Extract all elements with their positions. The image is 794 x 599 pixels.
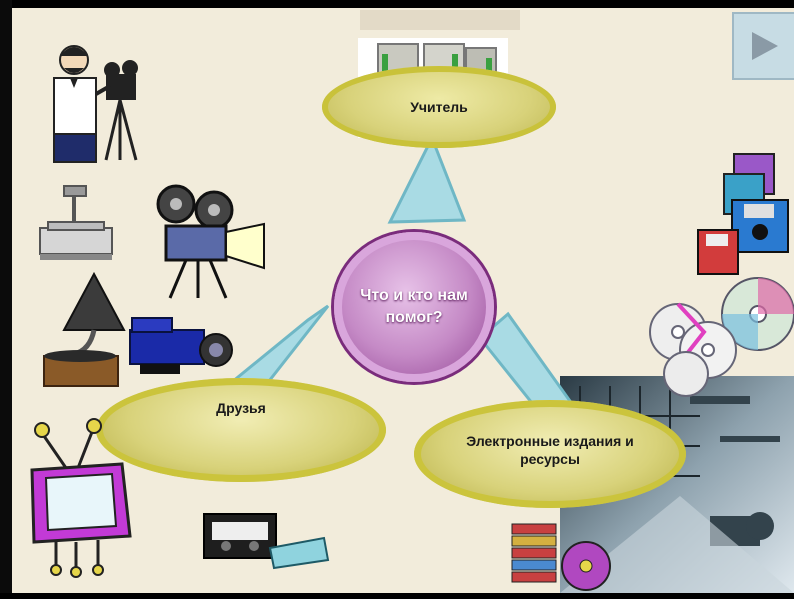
faded-title-bar <box>360 10 520 30</box>
camcorder-icon <box>129 317 233 374</box>
slide-frame-bottom <box>0 593 794 599</box>
node-center-label: Что и кто нам помог? <box>360 287 468 326</box>
connector-top <box>387 134 467 224</box>
node-electronic[interactable]: Электронные издания и ресурсы <box>414 400 686 508</box>
slide: Учитель Что и кто нам помог? Друзья Элек… <box>12 8 794 593</box>
node-center[interactable]: Что и кто нам помог? <box>334 232 494 382</box>
floppy-disks-icon <box>697 153 789 275</box>
slide-frame-left <box>0 0 12 599</box>
node-teacher[interactable]: Учитель <box>322 66 556 148</box>
cd-discs-icon <box>649 277 794 397</box>
cameraman-icon <box>53 45 138 163</box>
cd-stack-icon <box>511 523 611 591</box>
node-friends-label: Друзья <box>216 400 266 416</box>
next-slide-button[interactable] <box>732 12 794 80</box>
film-camera-icon <box>156 184 265 299</box>
gramophone-icon <box>43 271 126 387</box>
overhead-projector-icon <box>39 185 113 260</box>
tv-character-icon <box>30 418 132 578</box>
node-friends[interactable]: Друзья <box>96 378 386 482</box>
node-teacher-label: Учитель <box>410 99 468 115</box>
cassette-icon <box>203 513 330 570</box>
play-triangle-icon <box>752 32 778 60</box>
node-electronic-label: Электронные издания и ресурсы <box>466 433 634 467</box>
connector-lines <box>228 134 585 430</box>
